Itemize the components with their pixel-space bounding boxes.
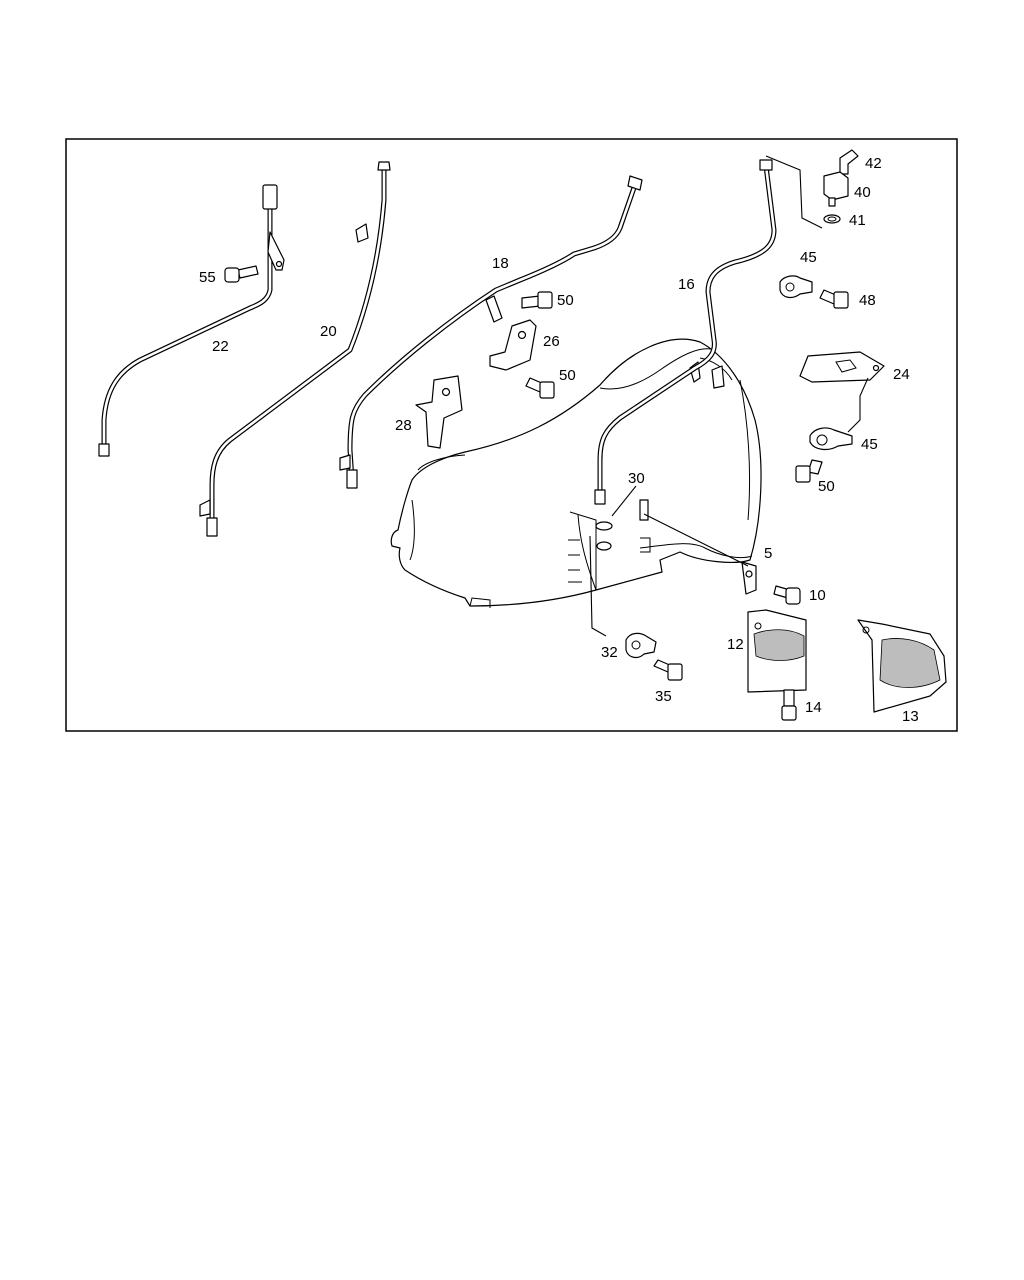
callout-18: 18 [492, 255, 509, 272]
callout-30: 30 [628, 470, 645, 487]
oil-line-20 [199, 161, 391, 537]
callout-45-lower: 45 [861, 436, 878, 453]
callout-50-middle: 50 [559, 367, 576, 384]
diagram-frame [65, 138, 958, 732]
callout-45-upper: 45 [800, 249, 817, 266]
callout-16: 16 [678, 276, 695, 293]
callout-41: 41 [849, 212, 866, 229]
bolt-14 [781, 689, 797, 721]
bracket-26 [489, 319, 537, 371]
callout-35: 35 [655, 688, 672, 705]
callout-22: 22 [212, 338, 229, 355]
callout-24: 24 [893, 366, 910, 383]
callout-13: 13 [902, 708, 919, 725]
clip-32 [625, 632, 657, 659]
cover-plate-12 [747, 609, 807, 693]
oil-line-22 [98, 184, 285, 457]
clip-45-lower [809, 427, 853, 451]
clip-45-upper [779, 275, 813, 299]
bolt-35 [653, 659, 683, 681]
bolt-50-right [795, 459, 823, 483]
callout-50-upper: 50 [557, 292, 574, 309]
callout-50-right: 50 [818, 478, 835, 495]
callout-40: 40 [854, 184, 871, 201]
oil-line-18 [339, 175, 643, 489]
callout-42: 42 [865, 155, 882, 172]
connector-42 [839, 149, 859, 175]
bolt-10 [773, 585, 801, 605]
callout-labels: 42 40 41 45 48 24 45 50 16 18 50 26 50 2… [199, 155, 919, 725]
transmission-housing [390, 338, 762, 608]
callout-26: 26 [543, 333, 560, 350]
bolt-48 [819, 289, 849, 309]
bolt-55 [224, 265, 259, 283]
callout-5: 5 [764, 545, 772, 562]
callout-28: 28 [395, 417, 412, 434]
bracket-28 [415, 375, 463, 449]
callout-10: 10 [809, 587, 826, 604]
sensor-40 [823, 171, 849, 207]
callout-20: 20 [320, 323, 337, 340]
callout-55: 55 [199, 269, 216, 286]
leader-lines [589, 155, 869, 637]
callout-12: 12 [727, 636, 744, 653]
bolt-50-middle [525, 377, 555, 399]
cover-plate-13 [857, 619, 947, 713]
seal-ring-41 [823, 214, 841, 224]
bracket-24 [799, 351, 885, 383]
callout-32: 32 [601, 644, 618, 661]
callout-48: 48 [859, 292, 876, 309]
bolt-50-upper [521, 291, 553, 309]
callout-14: 14 [805, 699, 822, 716]
oil-line-16 [594, 159, 777, 505]
clip-5 [639, 499, 757, 595]
